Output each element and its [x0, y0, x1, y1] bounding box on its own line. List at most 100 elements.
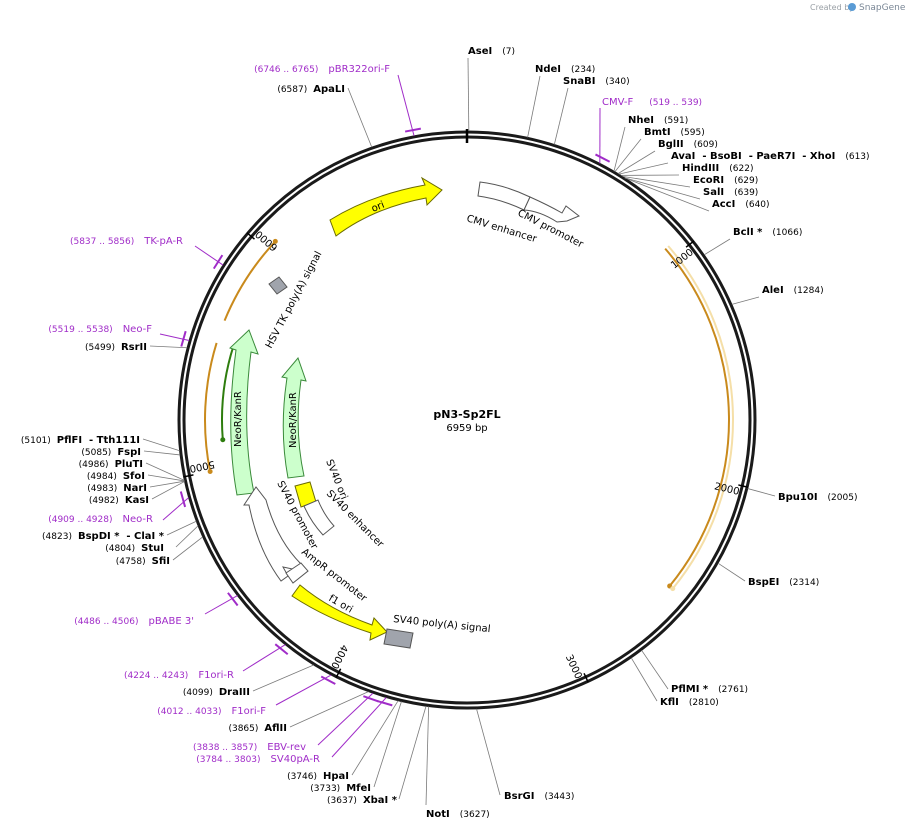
site-leader-line — [630, 657, 658, 702]
site-label[interactable]: (4982)KasI — [89, 495, 149, 506]
primer-leader-line — [317, 692, 374, 746]
site-leader-line — [747, 488, 776, 497]
primer-label[interactable]: (4909 .. 4928)Neo-R — [48, 514, 153, 525]
site-leader-line — [717, 562, 746, 582]
site-label[interactable]: NotI(3627) — [426, 809, 490, 820]
orf-arc-head — [272, 238, 278, 244]
site-label[interactable]: BmtI(595) — [644, 127, 705, 138]
site-label[interactable]: NdeI(234) — [535, 64, 595, 75]
site-leader-line — [252, 664, 314, 692]
site-label[interactable]: BglII(609) — [658, 139, 718, 150]
orf-arc-glow — [667, 245, 734, 590]
site-leader-line — [145, 462, 185, 481]
feature-neor-outer[interactable] — [229, 329, 259, 496]
site-leader-line — [624, 177, 710, 212]
orf-arc-head — [207, 469, 213, 475]
feature-sv40-enhancer[interactable] — [303, 499, 335, 536]
site-leader-line — [347, 87, 373, 148]
feature-label-sv40-enhancer: SV40 enhancer — [324, 488, 386, 550]
site-leader-line — [703, 238, 731, 256]
primer-marker — [212, 254, 224, 270]
feature-label-neor-outer: NeoR/KanR — [233, 391, 244, 447]
site-label[interactable]: AleI(1284) — [762, 285, 824, 296]
primer-label[interactable]: (4224 .. 4243)F1ori-R — [124, 670, 234, 681]
site-label[interactable]: (4804)StuI — [105, 543, 164, 554]
primer-label[interactable]: (4486 .. 4506)pBABE 3' — [74, 616, 194, 627]
site-leader-line — [476, 708, 501, 796]
site-label[interactable]: (3746)HpaI — [287, 771, 349, 782]
orf-arc — [223, 240, 277, 322]
feature-hsv-tk-polya[interactable] — [268, 276, 288, 295]
feature-ampr-promoter[interactable] — [285, 562, 309, 584]
feature-neor-inner[interactable] — [281, 357, 307, 479]
primer-label[interactable]: (4012 .. 4033)F1ori-F — [157, 706, 266, 717]
site-label[interactable]: NheI(591) — [628, 115, 688, 126]
site-label[interactable]: AseI(7) — [468, 46, 515, 57]
site-leader-line — [467, 57, 470, 132]
site-leader-line — [731, 296, 760, 305]
site-leader-line — [149, 345, 188, 349]
feature-sv40-polya[interactable] — [383, 628, 414, 649]
site-label[interactable]: AccI(640) — [712, 199, 770, 210]
site-label[interactable]: (3865)AflII — [228, 723, 287, 734]
site-label[interactable]: (5101)PflFI - Tth111I — [21, 435, 140, 446]
site-label[interactable]: (5499)RsrII — [85, 342, 147, 353]
site-label[interactable]: (4983)NarI — [87, 483, 147, 494]
site-label[interactable]: AvaI - BsoBI - PaeR7I - XhoI(613) — [671, 151, 870, 162]
site-label[interactable]: (3637)XbaI * — [327, 795, 398, 806]
feature-cmv-enhancer[interactable] — [477, 181, 531, 211]
site-leader-line — [373, 701, 402, 788]
site-leader-line — [614, 138, 642, 172]
primer-marker — [227, 592, 239, 607]
feature-ori[interactable] — [329, 176, 443, 237]
site-label[interactable]: SnaBI(340) — [563, 76, 630, 87]
site-label[interactable]: PflMI *(2761) — [671, 684, 748, 695]
primer-leader-line — [242, 644, 286, 672]
site-leader-line — [166, 520, 197, 536]
site-label[interactable]: (4758)SfiI — [116, 556, 170, 567]
site-leader-line — [142, 438, 180, 452]
site-label[interactable]: (4823)BspDI * - ClaI * — [42, 531, 165, 542]
primer-marker — [363, 695, 379, 703]
primer-labels: (6746 .. 6765)pBR322ori-F CMV-F(519 .. 5… — [48, 64, 702, 765]
primer-marker — [180, 330, 187, 347]
site-label[interactable]: (4099)DraIII — [183, 687, 250, 698]
site-label[interactable]: (5085)FspI — [81, 447, 141, 458]
primer-label[interactable]: CMV-F(519 .. 539) — [602, 97, 702, 108]
site-label[interactable]: (6587)ApaLI — [277, 84, 345, 95]
site-label[interactable]: SalI(639) — [703, 187, 758, 198]
feature-cmv-promoter[interactable] — [523, 196, 580, 223]
site-label[interactable]: KflI(2810) — [660, 697, 719, 708]
site-leader-line — [613, 126, 626, 172]
site-leader-line — [527, 75, 541, 138]
site-label[interactable]: BsrGI(3443) — [504, 791, 574, 802]
site-label[interactable]: EcoRI(629) — [693, 175, 758, 186]
site-label[interactable]: (3733)MfeI — [310, 783, 371, 794]
primer-marker — [179, 491, 187, 508]
primer-leader-line — [397, 74, 415, 137]
feature-f1-ori[interactable] — [291, 584, 388, 641]
site-leader-line — [624, 177, 701, 200]
site-label[interactable]: (4986)PluTI — [79, 459, 143, 470]
site-label[interactable]: (4984)SfoI — [87, 471, 145, 482]
site-leader-line — [149, 480, 185, 488]
primer-leader-line — [162, 497, 189, 521]
primer-label[interactable]: (3838 .. 3857)EBV-rev — [193, 742, 306, 753]
scale-tick — [738, 484, 749, 489]
feature-sv40-promoter[interactable] — [243, 486, 302, 582]
site-label[interactable]: HindIII(622) — [682, 163, 753, 174]
primer-label[interactable]: (3784 .. 3803)SV40pA-R — [196, 754, 320, 765]
site-leaders — [142, 57, 776, 806]
site-label[interactable]: BspEI(2314) — [748, 577, 819, 588]
site-label[interactable]: Bpu10I(2005) — [778, 492, 857, 503]
primer-label[interactable]: (6746 .. 6765)pBR322ori-F — [254, 64, 390, 75]
primer-label[interactable]: (5519 .. 5538)Neo-F — [48, 324, 152, 335]
site-label[interactable]: BclI *(1066) — [733, 227, 802, 238]
scale-tick-label: 3000 — [563, 653, 584, 681]
site-leader-line — [553, 87, 569, 145]
restriction-labels: AseI(7) NdeI(234) SnaBI(340) NheI(591) B… — [21, 46, 870, 820]
orf-arc — [664, 247, 730, 587]
scale-tick — [183, 474, 194, 478]
primer-label[interactable]: (5837 .. 5856)TK-pA-R — [70, 236, 183, 247]
